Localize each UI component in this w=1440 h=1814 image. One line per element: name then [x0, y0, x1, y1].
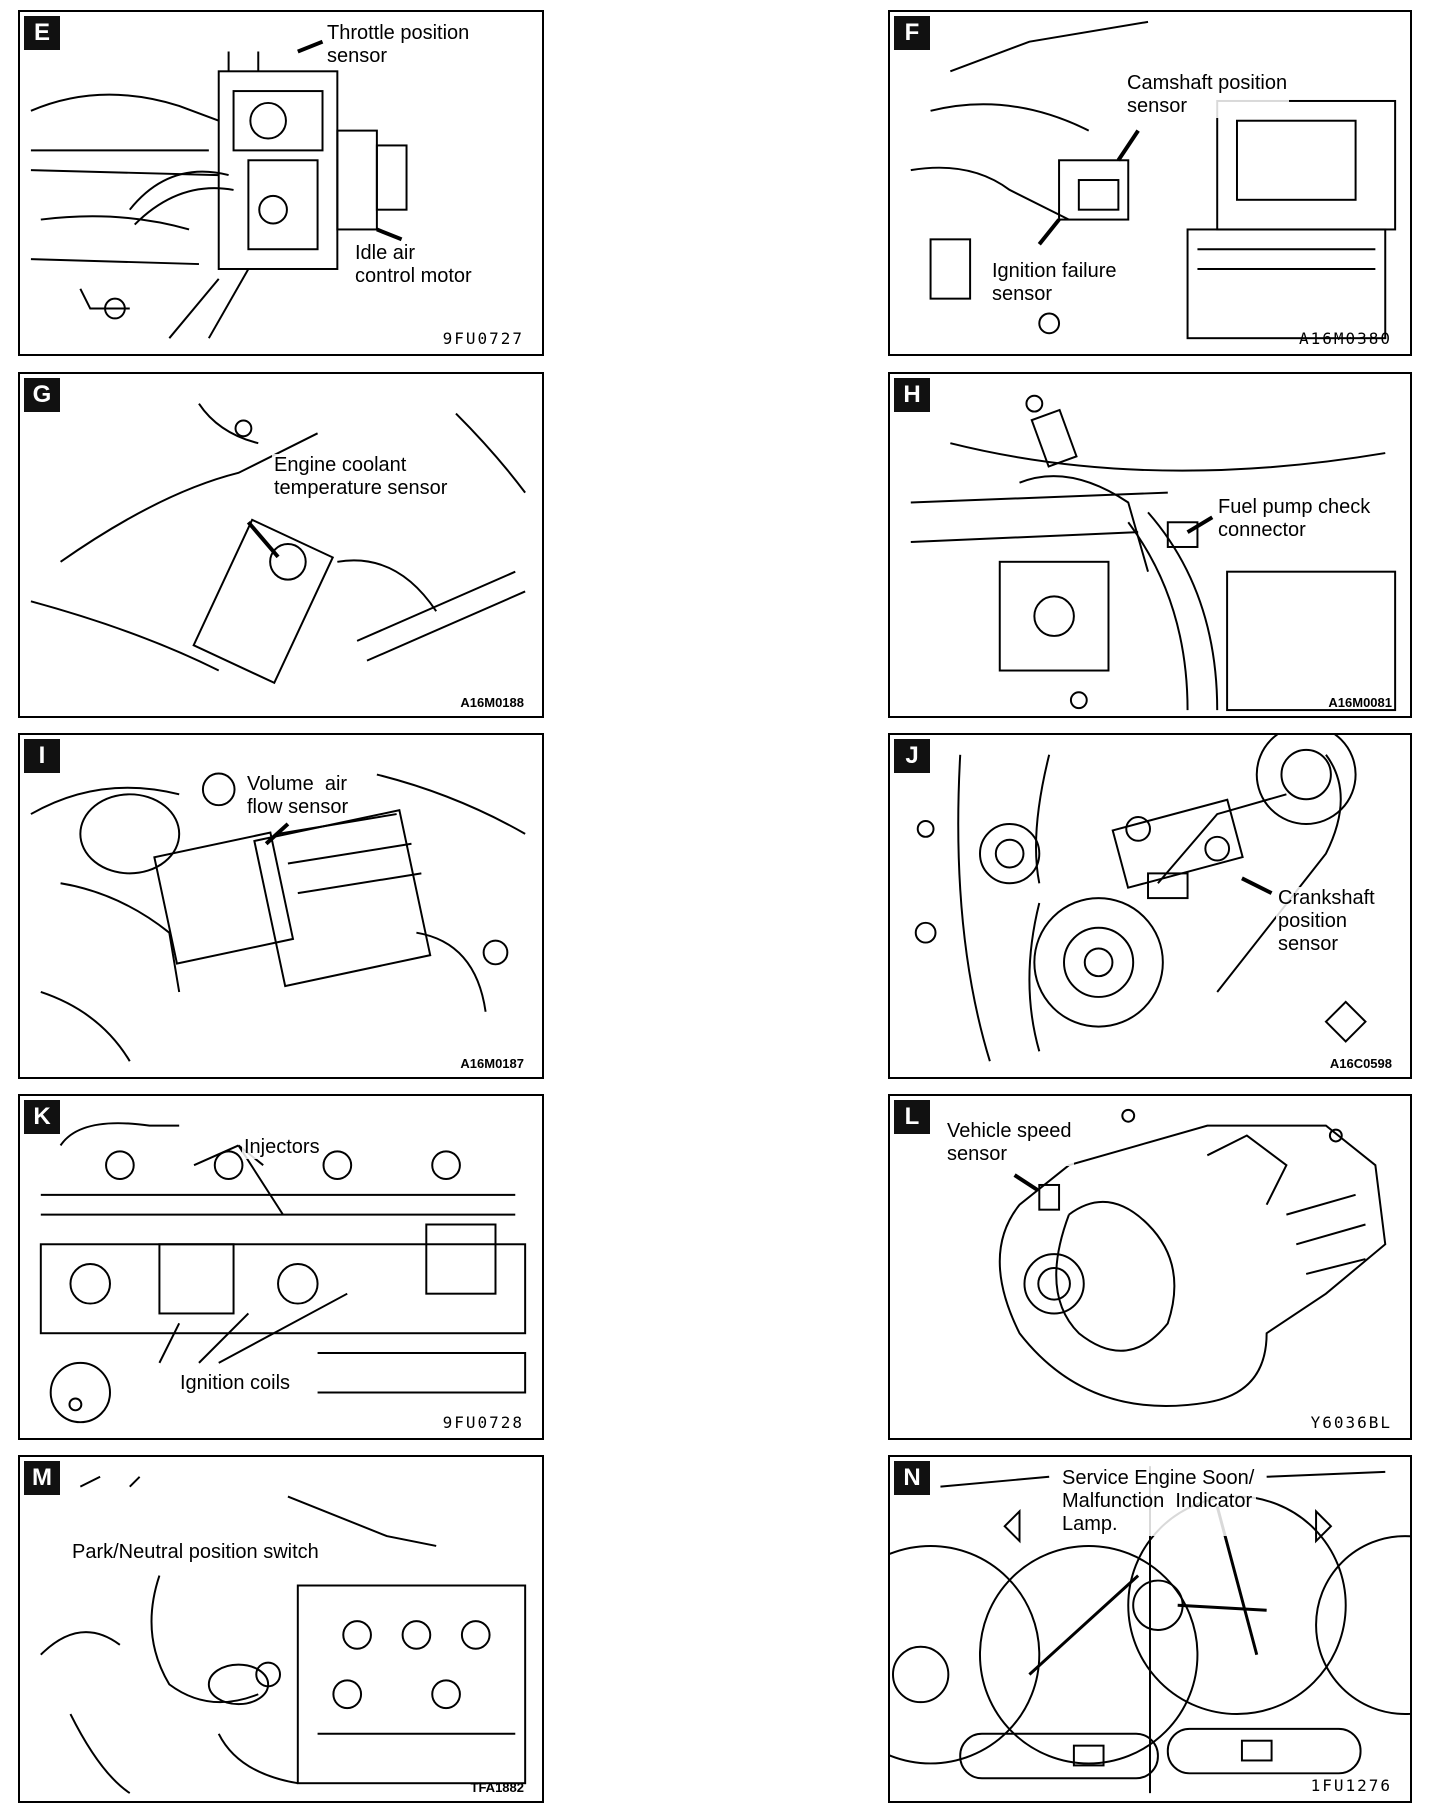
park-neutral-switch-illustration — [40, 1475, 527, 1794]
figure-panel-h: H Fuel pump check connector A16M0081 — [888, 372, 1412, 718]
panel-letter: F — [894, 16, 930, 50]
panel-letter: G — [24, 378, 60, 412]
panel-letter: H — [894, 378, 930, 412]
figure-code: TFA1882 — [470, 1780, 524, 1795]
figure-panel-n: N Service Engine Soon/ Malfunction Indic… — [888, 1455, 1412, 1803]
figure-code: A16M0081 — [1328, 695, 1392, 710]
fuel-pump-check-connector-label: Fuel pump check connector — [1216, 496, 1373, 542]
panel-letter: L — [894, 1100, 930, 1134]
figure-code: 9FU0727 — [442, 329, 524, 348]
figure-panel-f: F Camshaft position sensor Ignition fail… — [888, 10, 1412, 356]
figure-panel-e: E Throttle position sensor Idle air cont… — [18, 10, 544, 356]
figure-code: A16M0380 — [1298, 329, 1392, 348]
air-flow-sensor-illustration — [30, 772, 526, 1062]
injectors-label: Injectors — [242, 1136, 322, 1159]
coolant-sensor-illustration — [30, 403, 526, 685]
idle-air-control-motor-label: Idle air control motor — [353, 242, 474, 288]
figure-panel-j: J Crankshaft position sensor A16C0598 — [888, 733, 1412, 1079]
park-neutral-position-switch-label: Park/Neutral position switch — [70, 1541, 321, 1564]
fuel-pump-connector-illustration — [910, 394, 1397, 712]
panel-letter: J — [894, 739, 930, 773]
throttle-position-sensor-label: Throttle position sensor — [325, 22, 472, 68]
instrument-cluster-illustration — [890, 1466, 1410, 1794]
crankshaft-position-sensor-label: Crankshaft position sensor — [1276, 887, 1377, 956]
engine-coolant-temperature-sensor-label: Engine coolant temperature sensor — [272, 454, 450, 500]
figure-code: 1FU1276 — [1310, 1776, 1392, 1795]
service-engine-soon-lamp-label: Service Engine Soon/ Malfunction Indicat… — [1060, 1467, 1257, 1536]
figure-code: A16M0187 — [460, 1056, 524, 1071]
volume-air-flow-sensor-label: Volume air flow sensor — [245, 773, 351, 819]
figure-code: Y6036BL — [1310, 1413, 1392, 1432]
figure-code: 9FU0728 — [442, 1413, 524, 1432]
camshaft-position-sensor-label: Camshaft position sensor — [1125, 72, 1290, 118]
ignition-coils-label: Ignition coils — [178, 1372, 293, 1395]
ignition-failure-sensor-label: Ignition failure sensor — [990, 260, 1119, 306]
camshaft-area-illustration — [910, 20, 1397, 340]
figure-code: A16C0598 — [1329, 1056, 1392, 1071]
panel-letter: I — [24, 739, 60, 773]
figure-panel-i: I Volume air flow sensor A16M0187 — [18, 733, 544, 1079]
figure-panel-k: K Injectors Ignition coils 9FU0728 — [18, 1094, 544, 1440]
crankshaft-sensor-illustration — [914, 735, 1367, 1062]
panel-letter: K — [24, 1100, 60, 1134]
vehicle-speed-sensor-label: Vehicle speed sensor — [945, 1120, 1074, 1166]
figure-code: A16M0188 — [460, 695, 524, 710]
panel-letter: E — [24, 16, 60, 50]
panel-letter: M — [24, 1461, 60, 1495]
panel-letter: N — [894, 1461, 930, 1495]
throttle-body-illustration — [30, 39, 408, 339]
figure-panel-l: L Vehicle speed sensor Y6036BL — [888, 1094, 1412, 1440]
transaxle-illustration — [998, 1108, 1387, 1407]
figure-panel-m: M Park/Neutral position switch TFA1882 — [18, 1455, 544, 1803]
figure-panel-g: G Engine coolant temperature sensor A16M… — [18, 372, 544, 718]
